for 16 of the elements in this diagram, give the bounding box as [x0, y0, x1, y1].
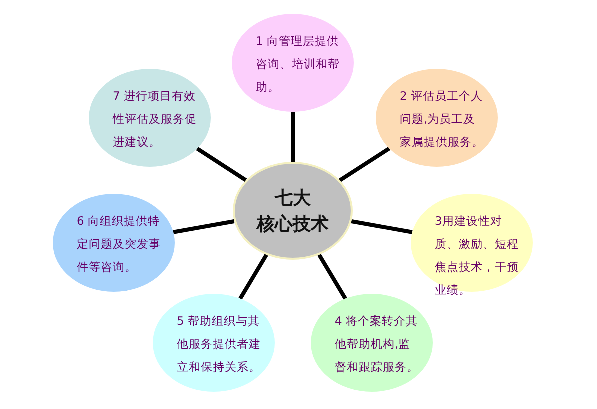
- description-text: 1 向管理层提供咨询、培训和帮助。: [256, 33, 341, 96]
- description-text: 3用建设性对质、激励、短程焦点技术，干预业绩。: [435, 213, 520, 299]
- description-text: 6 向组织提供特定问题及突发事件等咨询。: [77, 213, 162, 276]
- connector-line: [238, 254, 268, 300]
- description-text: 4 将个案转介其他帮助机构,监督和跟踪服务。: [335, 313, 420, 376]
- connector-line: [196, 147, 248, 182]
- description-text: 5 帮助组织与其他服务提供者建立和保持关系。: [177, 313, 262, 376]
- description-text: 2 评估员工个人问题,为员工及家属提供服务。: [400, 88, 485, 151]
- heading-text: 核心技术: [256, 213, 330, 236]
- connector-line: [351, 220, 413, 234]
- connector-line: [318, 254, 348, 300]
- heading-text: 七大: [274, 187, 312, 210]
- connector-line: [173, 220, 235, 234]
- connector-line: [338, 147, 391, 182]
- description-text: 7 进行项目有效性评估及服务促进建议。: [113, 88, 198, 151]
- connector-line: [291, 112, 295, 162]
